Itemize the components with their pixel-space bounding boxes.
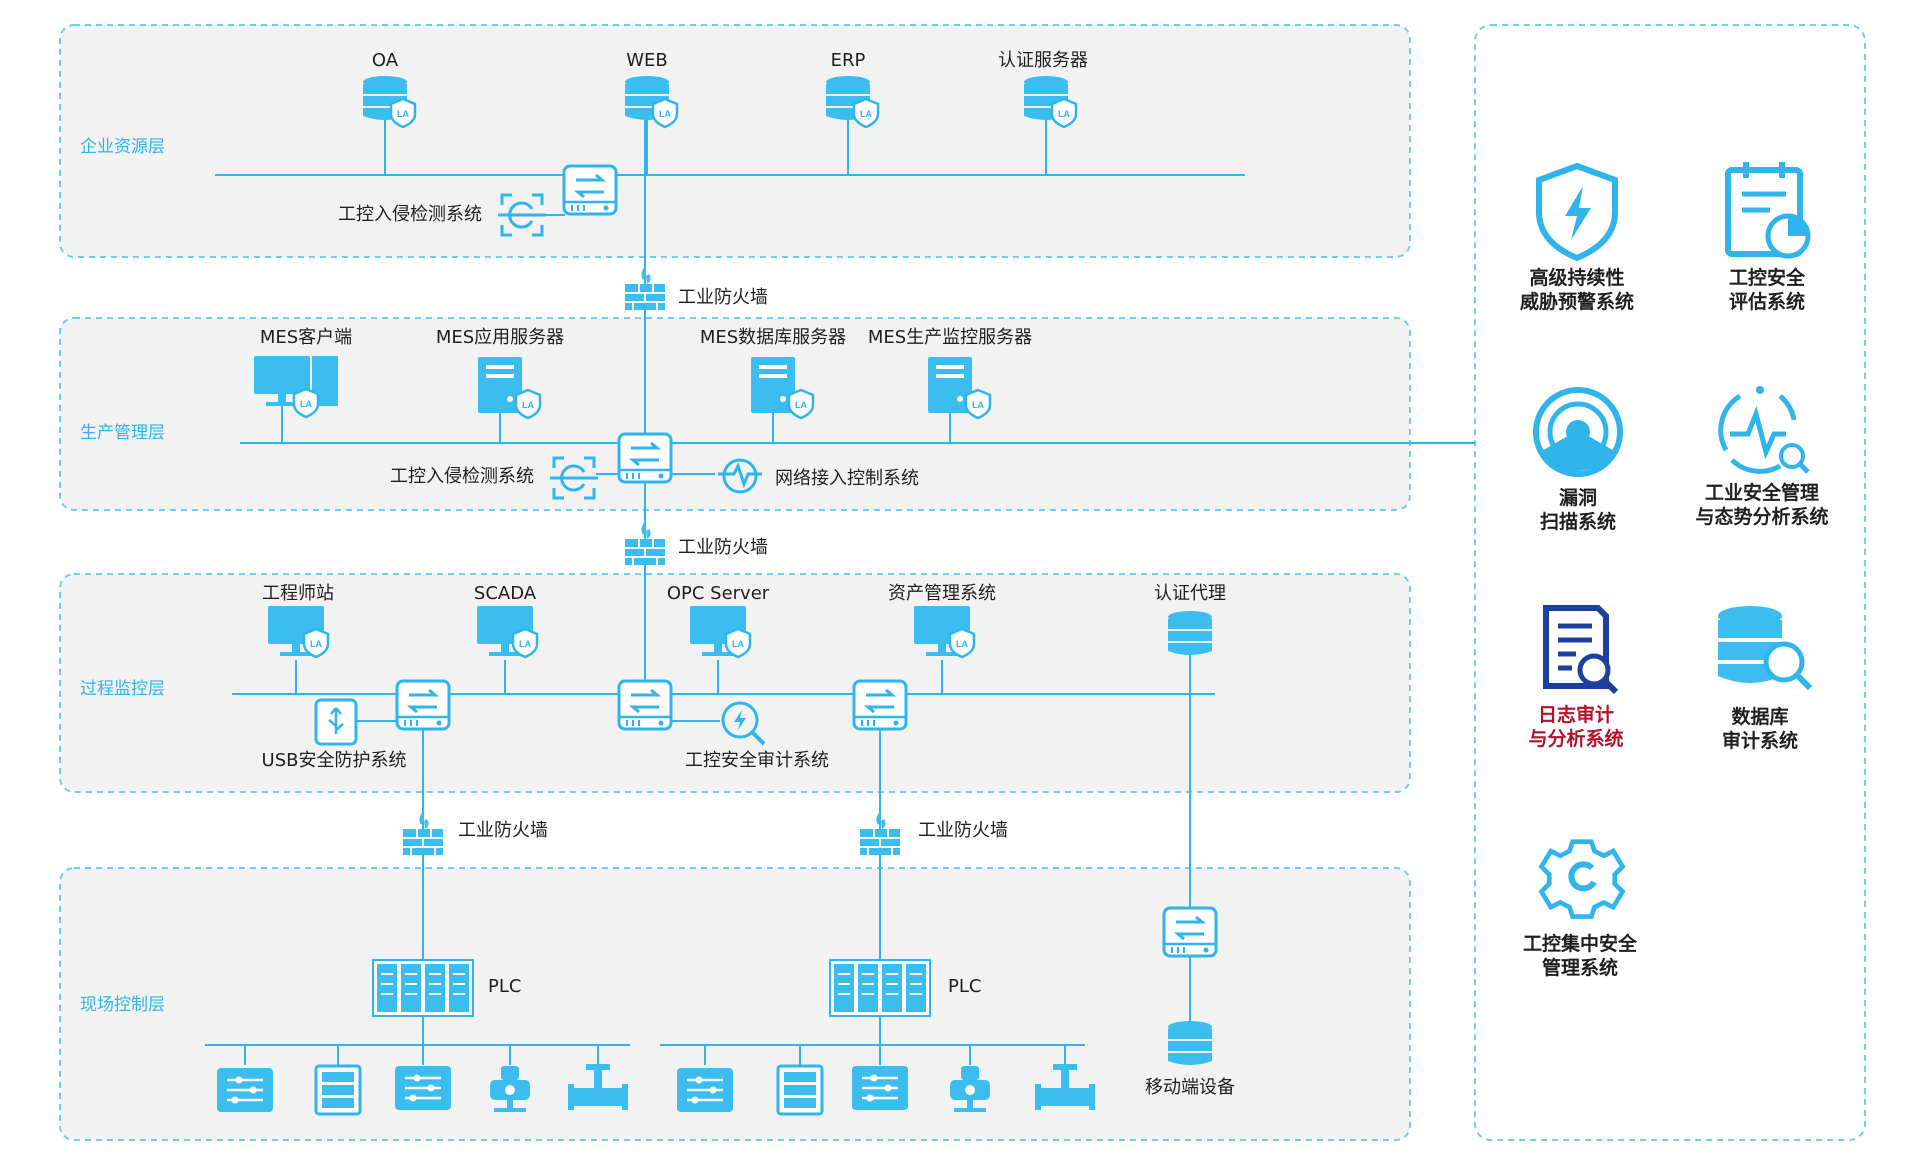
asset-mgmt-label: 资产管理系统 <box>888 583 996 604</box>
apt-warning-label-line2: 威胁预警系统 <box>1519 291 1634 313</box>
process-switch-1-icon <box>395 679 451 731</box>
firewall-1-label: 工业防火墙 <box>678 287 768 308</box>
vulnerability-scan-label-line1: 漏洞 <box>1558 487 1597 509</box>
firewall-4-icon <box>859 810 901 856</box>
database-audit-icon <box>1718 606 1813 691</box>
field-device-ctrl-1-icon <box>215 1066 275 1114</box>
layer-enterprise-label: 企业资源层 <box>80 137 165 157</box>
mes-client-label: MES客户端 <box>259 327 353 348</box>
layer-process-label: 过程监控层 <box>80 679 165 699</box>
production-ids-label: 工控入侵检测系统 <box>390 466 534 487</box>
auth-proxy-label: 认证代理 <box>1154 583 1226 604</box>
audit-label: 工控安全审计系统 <box>685 750 829 771</box>
log-audit-label-line1: 日志审计 <box>1537 704 1614 726</box>
firewall-4-label: 工业防火墙 <box>918 820 1008 841</box>
layer-field-label: 现场控制层 <box>80 995 165 1015</box>
database-audit-label-line1: 数据库 <box>1731 706 1789 728</box>
opc-server-label: OPC Server <box>666 583 770 604</box>
central-management-icon <box>1538 839 1626 919</box>
plc-1-icon <box>372 959 474 1017</box>
firewall-2-icon <box>624 520 666 566</box>
engineer-station-label: 工程师站 <box>262 583 334 604</box>
central-management-label: 工控集中安全 管理系统 <box>1480 932 1680 980</box>
central-management-label-line1: 工控集中安全 <box>1522 933 1637 955</box>
mobile-device-label: 移动端设备 <box>1145 1077 1235 1098</box>
side-panel <box>1474 24 1866 1141</box>
scada-label: SCADA <box>473 583 537 604</box>
mes-monitor-server-label: MES生产监控服务器 <box>867 327 1033 348</box>
firewall-3-icon <box>402 810 444 856</box>
mes-app-server-label: MES应用服务器 <box>435 327 565 348</box>
process-switch-2-icon <box>617 679 673 731</box>
layer-enterprise-panel <box>59 24 1411 258</box>
security-assessment-label-line2: 评估系统 <box>1728 291 1805 313</box>
process-switch-3-icon <box>852 679 908 731</box>
situation-analysis-label-line1: 工业安全管理 <box>1704 482 1819 504</box>
web-label: WEB <box>626 50 668 71</box>
plc-1-label: PLC <box>488 976 522 997</box>
apt-warning-label-line1: 高级持续性 <box>1529 267 1625 289</box>
apt-warning-icon <box>1536 162 1618 262</box>
plc-2-icon <box>829 959 931 1017</box>
layer-production-label: 生产管理层 <box>80 423 165 443</box>
audit-icon <box>721 701 766 746</box>
firewall-2-label: 工业防火墙 <box>678 537 768 558</box>
field-device-cab-1-icon <box>314 1064 362 1116</box>
nac-icon <box>718 458 762 494</box>
security-assessment-icon <box>1725 162 1811 259</box>
mes-db-server-label: MES数据库服务器 <box>699 327 847 348</box>
vulnerability-scan-label-line2: 扫描系统 <box>1539 511 1616 533</box>
enterprise-ids-label: 工控入侵检测系统 <box>338 204 482 225</box>
field-device-ctrl-4-icon <box>850 1064 910 1112</box>
mes-client-icon <box>254 356 338 419</box>
log-audit-label-line2: 与分析系统 <box>1528 728 1624 750</box>
log-audit-icon <box>1543 605 1619 695</box>
firewall-3-label: 工业防火墙 <box>458 820 548 841</box>
production-switch-icon <box>617 432 673 484</box>
vulnerability-scan-icon <box>1533 387 1623 477</box>
layer-production-panel <box>59 317 1411 511</box>
firewall-1-icon <box>624 265 666 311</box>
oa-label: OA <box>371 50 399 71</box>
security-assessment-label-line1: 工控安全 <box>1728 267 1805 289</box>
field-device-cab-2-icon <box>776 1064 824 1116</box>
vulnerability-scan-label: 漏洞 扫描系统 <box>1478 486 1678 534</box>
usb-protect-icon <box>314 698 358 746</box>
nac-label: 网络接入控制系统 <box>775 468 919 489</box>
central-management-label-line2: 管理系统 <box>1541 957 1618 979</box>
auth-server-label: 认证服务器 <box>998 50 1088 71</box>
apt-warning-label: 高级持续性 威胁预警系统 <box>1477 266 1677 314</box>
field-device-ctrl-2-icon <box>393 1064 453 1112</box>
erp-label: ERP <box>830 50 866 71</box>
situation-analysis-icon <box>1718 386 1810 474</box>
plc-2-label: PLC <box>948 976 982 997</box>
field-device-ctrl-3-icon <box>675 1066 735 1114</box>
situation-analysis-label: 工业安全管理 与态势分析系统 <box>1662 481 1862 529</box>
log-audit-label: 日志审计 与分析系统 <box>1476 703 1676 751</box>
mobile-switch-icon <box>1162 906 1218 958</box>
situation-analysis-label-line2: 与态势分析系统 <box>1695 506 1829 528</box>
mobile-device-icon <box>1168 1021 1212 1065</box>
auth-proxy-icon <box>1168 611 1212 655</box>
enterprise-switch-icon <box>562 164 618 216</box>
security-assessment-label: 工控安全 评估系统 <box>1667 266 1867 314</box>
database-audit-label-line2: 审计系统 <box>1721 730 1798 752</box>
database-audit-label: 数据库 审计系统 <box>1660 705 1860 753</box>
layer-process-panel <box>59 573 1411 793</box>
usb-protect-label: USB安全防护系统 <box>261 750 407 771</box>
